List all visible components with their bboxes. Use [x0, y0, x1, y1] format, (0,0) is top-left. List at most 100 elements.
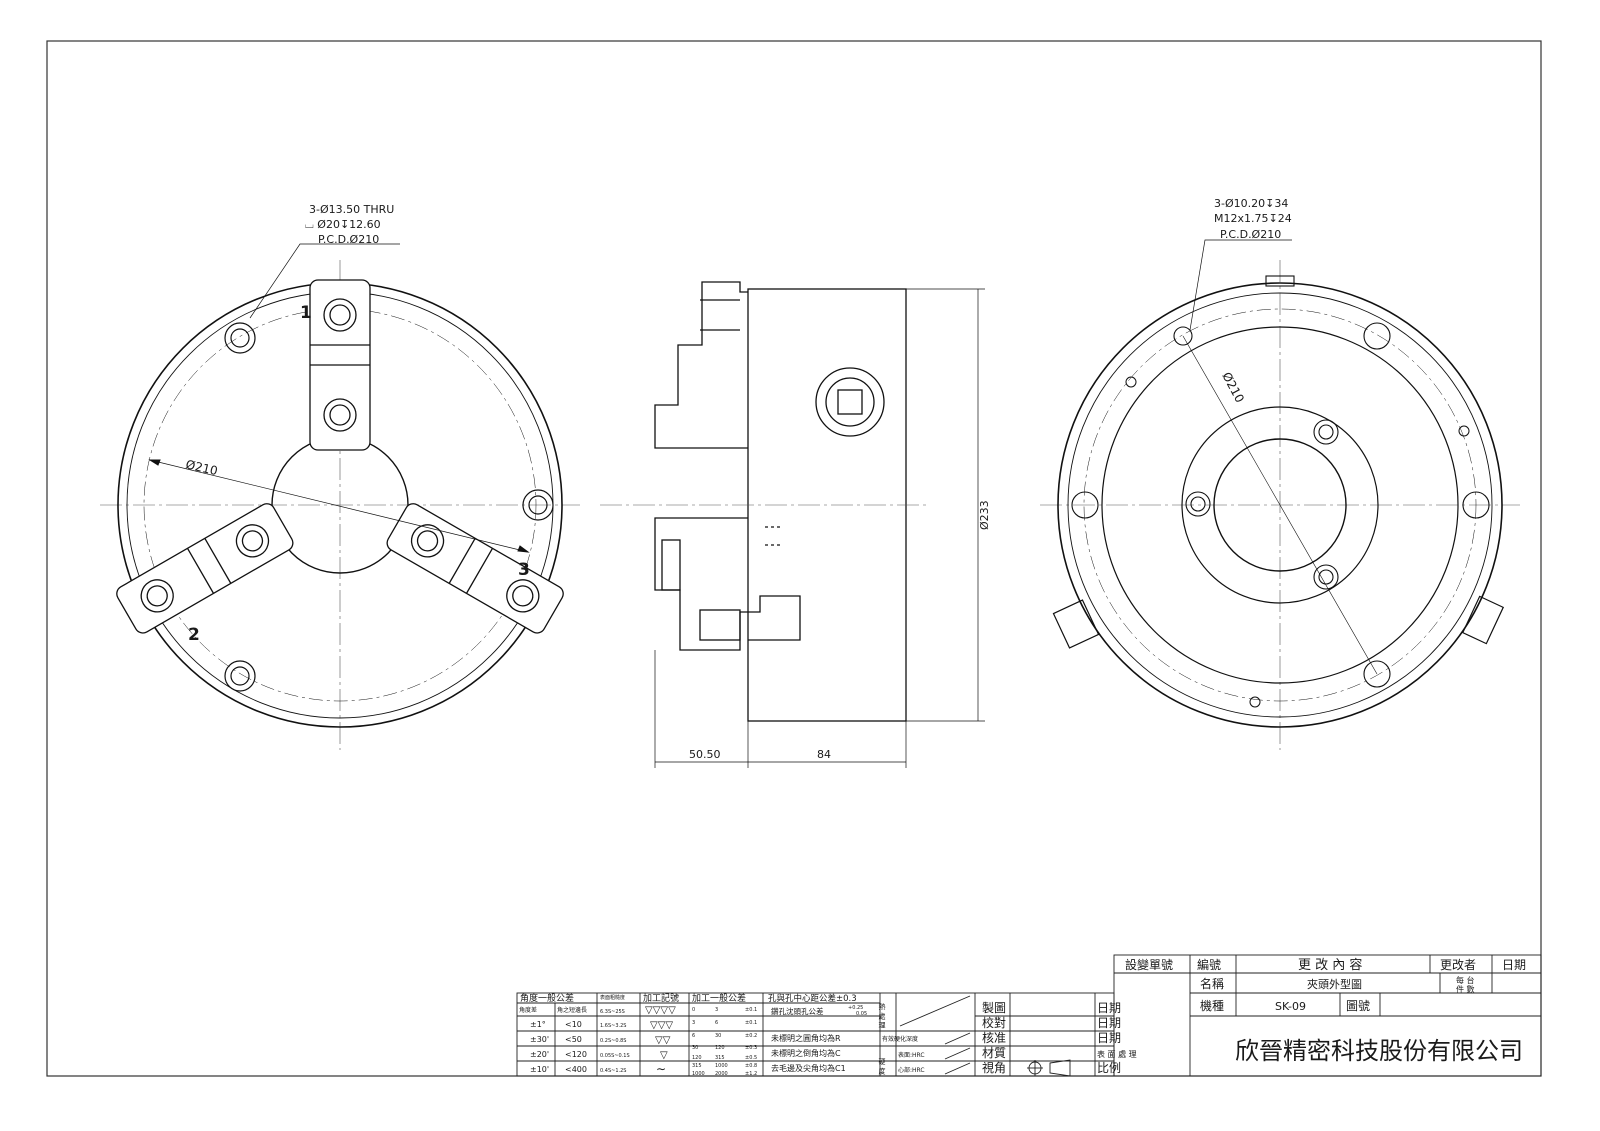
svg-text:120: 120 [692, 1055, 702, 1061]
rear-pcd-circle [1083, 308, 1477, 702]
rear-mounting-hole [1071, 491, 1099, 519]
front-hole-note-line1: 3-Ø13.50 THRU [309, 203, 394, 216]
role-drafter: 製圖 [982, 1001, 1006, 1015]
rear-side-lug [1461, 595, 1505, 645]
angle-row: ±20' [530, 1050, 549, 1059]
title-block [516, 954, 1542, 1077]
svg-text:3: 3 [692, 1020, 695, 1026]
svg-text:30: 30 [715, 1033, 721, 1039]
side-view [600, 281, 985, 768]
rear-mounting-hole [1462, 491, 1490, 519]
rear-mounting-hole [1363, 660, 1391, 688]
date-2: 日期 [1097, 1016, 1121, 1030]
per-unit-line1: 每 台 [1456, 975, 1475, 985]
svg-text:±0.3: ±0.3 [745, 1045, 757, 1051]
angle-row: <400 [565, 1065, 587, 1074]
front-hole-note-line3: P.C.D.Ø210 [318, 233, 379, 246]
dim-body-length: 84 [817, 748, 831, 761]
jaw-number-1: 1 [300, 303, 312, 323]
mounting-hole [224, 322, 256, 354]
rear-dia-label: Ø210 [1219, 370, 1247, 405]
hole-note-leader [249, 243, 400, 319]
hub-hole [1313, 419, 1339, 445]
hardening-depth-label: 有效硬化深度 [882, 1035, 918, 1043]
svg-text:6: 6 [715, 1020, 718, 1026]
rev-change-no-header: 設變單號 [1125, 957, 1173, 972]
surface-hrc-label: 表面:HRC [898, 1051, 925, 1059]
rear-hole-note-line2: M12x1.75↧24 [1214, 212, 1292, 225]
rear-dia-dimension-line [1182, 335, 1378, 675]
svg-text:±0.1: ±0.1 [745, 1020, 757, 1026]
name-label: 名稱 [1200, 976, 1224, 991]
general-notes: 孔與孔中心距公差±0.3 鑽孔沈頭孔公差 +0.25 0.05 未標明之圓角均為… [768, 993, 867, 1073]
angle-row: ±1° [530, 1020, 546, 1029]
svg-text:0: 0 [692, 1007, 695, 1013]
rev-date-header: 日期 [1502, 958, 1526, 972]
jaw-number-2: 2 [188, 625, 200, 645]
per-unit-line2: 件 數 [1456, 984, 1475, 994]
note: 去毛邊及尖角均為C1 [771, 1063, 846, 1073]
drawing-no-label: 圖號 [1346, 999, 1370, 1013]
heat-treat-label: 熱 處 理 [878, 1002, 886, 1028]
svg-text:3: 3 [715, 1007, 718, 1013]
gen-tol-rows: 0 3 ±0.1 3 6 ±0.1 6 30 ±0.2 30 120 ±0.3 … [692, 1007, 757, 1077]
dim-jaw-length: 50.50 [689, 748, 721, 761]
rear-top-key [1265, 275, 1295, 287]
jaw-1 [309, 279, 371, 451]
role-checker: 校對 [982, 1015, 1006, 1030]
drawing-name: 夾頭外型圖 [1307, 977, 1362, 991]
dia-dimension-line [149, 459, 529, 553]
rear-hub [1181, 406, 1379, 604]
rear-side-lug [1052, 599, 1100, 649]
side-dimensions [654, 288, 985, 768]
surface-row: 1.6S~3.2S [600, 1023, 626, 1029]
gen-tol-header: 加工一般公差 [692, 992, 746, 1004]
rear-body-outline [1057, 282, 1503, 728]
rear-hole-note-line3: P.C.D.Ø210 [1220, 228, 1281, 241]
front-view [100, 243, 580, 750]
model-value: SK-09 [1275, 1000, 1306, 1013]
surface-row: 0.4S~1.2S [600, 1068, 626, 1074]
mark-header: 加工記號 [643, 992, 679, 1004]
angle-row: <50 [565, 1035, 582, 1044]
svg-text:±0.1: ±0.1 [745, 1007, 757, 1013]
mark-row: ▽▽▽▽ [645, 1005, 676, 1016]
model-label: 機種 [1200, 998, 1224, 1013]
mark-rows: ▽▽▽▽ ▽▽▽ ▽▽ ▽ ∼ [645, 1005, 676, 1076]
front-hole-note-line2: ⌴ Ø20↧12.60 [305, 218, 381, 231]
note: 未標明之圓角均為R [771, 1033, 841, 1043]
svg-text:120: 120 [715, 1045, 725, 1051]
surface-row: 0.05S~0.1S [600, 1053, 630, 1059]
pcd-circle [143, 308, 537, 702]
svg-text:315: 315 [715, 1055, 725, 1061]
angle-row: <120 [565, 1050, 587, 1059]
jaw-2 [116, 503, 294, 634]
rear-bore [1213, 438, 1347, 572]
rear-mounting-hole [1363, 322, 1391, 350]
front-dia-label: Ø210 [184, 457, 219, 478]
mark-row: ▽▽ [655, 1035, 671, 1046]
note: 鑽孔沈頭孔公差 [771, 1006, 824, 1016]
rear-hole-note-line1: 3-Ø10.20↧34 [1214, 197, 1288, 210]
rear-mounting-hole [1173, 326, 1193, 346]
date-3: 日期 [1097, 1031, 1121, 1045]
date-1: 日期 [1097, 1001, 1121, 1015]
rev-changed-by-header: 更改者 [1440, 958, 1476, 972]
svg-text:±0.5: ±0.5 [745, 1055, 757, 1061]
rev-content-header: 更 改 內 容 [1298, 957, 1362, 973]
scale-label: 比例 [1097, 1061, 1121, 1075]
role-projection: 視角 [982, 1060, 1006, 1075]
angle-row: <10 [565, 1020, 582, 1029]
svg-text:1000: 1000 [715, 1063, 728, 1069]
rear-hole-note-leader [1189, 239, 1292, 331]
rear-view [1040, 239, 1520, 750]
dim-body-diameter: Ø233 [978, 500, 991, 530]
mark-row: ▽▽▽ [650, 1020, 673, 1031]
angle-sub-header-2: 角之短邊長 [557, 1006, 587, 1014]
svg-text:±1.2: ±1.2 [745, 1071, 757, 1077]
angle-tol-header: 角度一般公差 [520, 992, 574, 1004]
surface-row: 6.3S~25S [600, 1009, 625, 1015]
svg-text:6: 6 [692, 1033, 695, 1039]
surface-treatment-label: 表 面 處 理 [1097, 1049, 1137, 1059]
